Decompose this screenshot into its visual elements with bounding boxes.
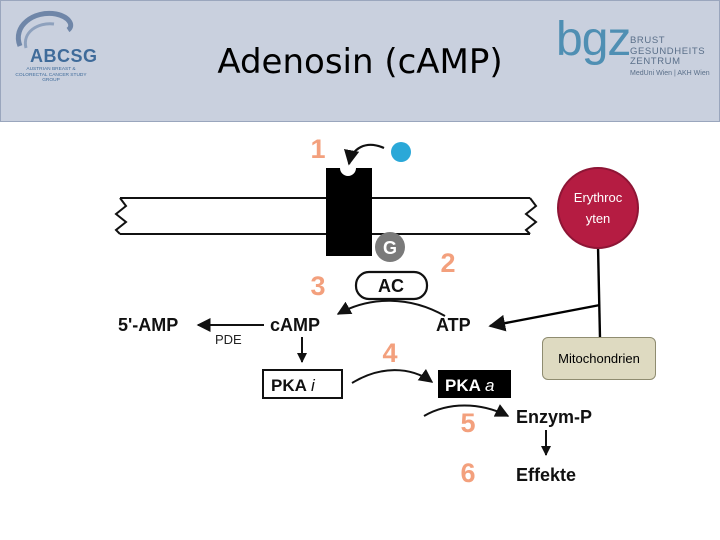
mitochondrien-node: Mitochondrien — [542, 337, 656, 380]
phosphorylation-arrow — [423, 404, 510, 417]
header-banner — [0, 0, 720, 122]
pka-active-box — [438, 370, 511, 398]
step-1: 1 — [310, 134, 325, 164]
abcsg-logo-text: ABCSG — [30, 46, 98, 66]
abcsg-logo — [8, 8, 100, 88]
step-3: 3 — [310, 271, 325, 301]
bgz-line-1: BRUST — [630, 35, 666, 46]
pka-inactive-label: PKA i — [271, 376, 316, 395]
bgz-line-2: GESUNDHEITS — [630, 45, 706, 57]
erythrocyte-connector — [596, 245, 602, 339]
bgz-line-3: ZENTRUM — [630, 56, 681, 67]
adenylate-cyclase-label: AC — [378, 276, 404, 296]
effekte-label: Effekte — [516, 465, 576, 485]
adenylate-cyclase — [354, 270, 429, 301]
mitochondrien-to-atp-arrow — [488, 303, 601, 332]
pka-active-label: PKA a — [445, 376, 494, 395]
atp-to-camp-arrow — [336, 299, 446, 317]
bgz-logo-lines: BRUST GESUNDHEITS ZENTRUM — [630, 35, 706, 68]
camp-label: cAMP — [270, 315, 320, 335]
ligand-binding-arrow — [343, 143, 385, 166]
g-protein — [375, 232, 405, 262]
g-protein-label: G — [383, 238, 397, 258]
receptor — [326, 168, 372, 256]
atp-label: ATP — [436, 315, 471, 335]
pka-inactive-box — [262, 369, 343, 399]
five-amp-label: 5'-AMP — [118, 315, 178, 335]
abcsg-logo-subtitle: AUSTRIAN BREAST & COLORECTAL CANCER STUD… — [15, 67, 87, 83]
erythrocyte-label: Erythrocyten — [573, 190, 623, 226]
step-6: 6 — [460, 458, 475, 488]
ligand-dot — [391, 142, 411, 162]
pde-label: PDE — [215, 332, 242, 347]
step-5: 5 — [460, 408, 475, 438]
pka-activation-arrow — [351, 368, 434, 384]
erythrocyte-node: Erythrocyten — [557, 167, 639, 249]
mitochondrien-label: Mitochondrien — [558, 351, 640, 366]
step-2: 2 — [440, 248, 455, 278]
cell-membrane — [114, 197, 538, 235]
abcsg-swirl-icon — [15, 10, 74, 49]
bgz-logo-text: bgz — [556, 13, 631, 66]
step-4: 4 — [382, 338, 397, 368]
slide-title: Adenosin (cAMP) — [217, 42, 503, 82]
bgz-logo-subtitle: MedUni Wien | AKH Wien — [630, 70, 710, 77]
enzym-p-label: Enzym-P — [516, 407, 592, 427]
